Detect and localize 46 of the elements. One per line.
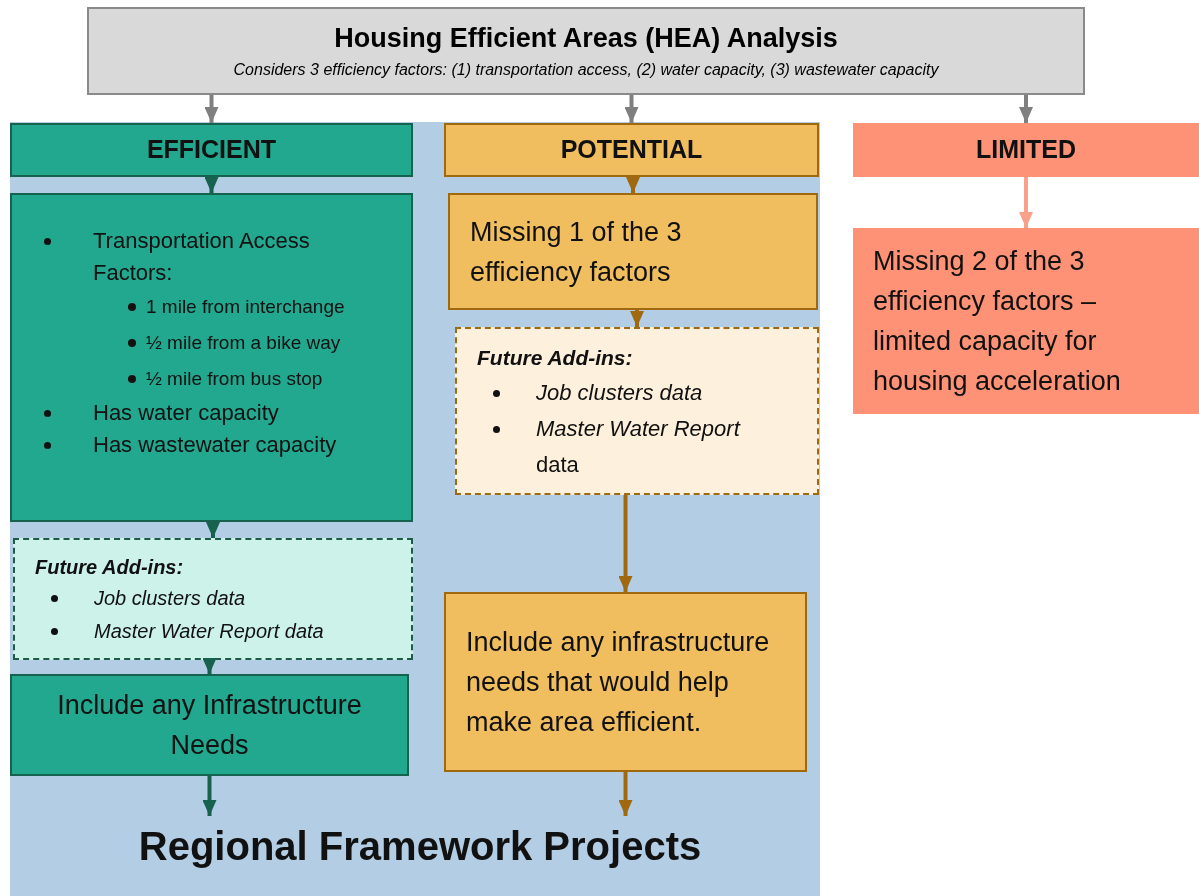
- list-item: Has wastewater capacity: [93, 431, 338, 459]
- arrow: [626, 177, 640, 193]
- analysis-box: [87, 7, 1085, 95]
- result-text: Regional Framework Projects: [138, 823, 702, 870]
- arrow: [1019, 177, 1033, 228]
- subtitle-text: Considers 3 efficiency factors: (1) transportation access, (2) water capacity, (3) wastewater capacity: [233, 59, 939, 80]
- arrow: [202, 776, 217, 816]
- list-item: ½ mile from bus stop: [146, 366, 323, 391]
- arrow: [618, 772, 633, 816]
- list-item: Job clusters data: [94, 586, 246, 611]
- header-text: EFFICIENT: [146, 134, 277, 166]
- list-item: ½ mile from a bike way: [146, 330, 341, 355]
- process-box: [10, 674, 409, 776]
- section-heading: Future Add-ins:: [477, 345, 634, 371]
- arrow: [1019, 95, 1033, 123]
- list-item: Has water capacity: [93, 399, 280, 427]
- list-item: Master Water Report data: [94, 619, 324, 644]
- process-box: [444, 592, 807, 772]
- future-box: [13, 538, 413, 660]
- list-item: Job clusters data: [536, 379, 704, 407]
- future-box: [455, 327, 819, 495]
- list-item: 1 mile from interchange: [146, 294, 345, 319]
- section-heading: Future Add-ins:: [35, 555, 185, 580]
- process-box: [853, 228, 1199, 414]
- list-item: Transportation Access Factors:: [93, 227, 311, 287]
- category-header: [10, 123, 413, 177]
- header-text: LIMITED: [976, 134, 1076, 166]
- box-text: Include any Infrastructure Needs: [56, 689, 363, 762]
- list-item: Master Water Report data: [536, 415, 742, 479]
- process-box: [448, 193, 818, 310]
- category-header: [444, 123, 819, 177]
- title-text: Housing Efficient Areas (HEA) Analysis: [334, 22, 838, 56]
- arrow: [618, 495, 633, 592]
- arrow: [624, 95, 639, 123]
- box-text: Missing 1 of the 3 efficiency factors: [470, 215, 683, 289]
- arrow: [204, 177, 219, 193]
- box-text: Include any infrastructure needs that would help make area efficient.: [466, 626, 771, 739]
- arrow: [204, 95, 219, 123]
- framework-band: [10, 122, 820, 896]
- arrow: [206, 522, 220, 538]
- arrow: [202, 658, 217, 674]
- header-text: POTENTIAL: [560, 134, 703, 166]
- box-text: Missing 2 of the 3 efficiency factors – limited capacity for housing acceleration: [873, 245, 1122, 398]
- criteria-box: [10, 193, 413, 522]
- arrow: [630, 310, 644, 327]
- category-header: [853, 123, 1199, 177]
